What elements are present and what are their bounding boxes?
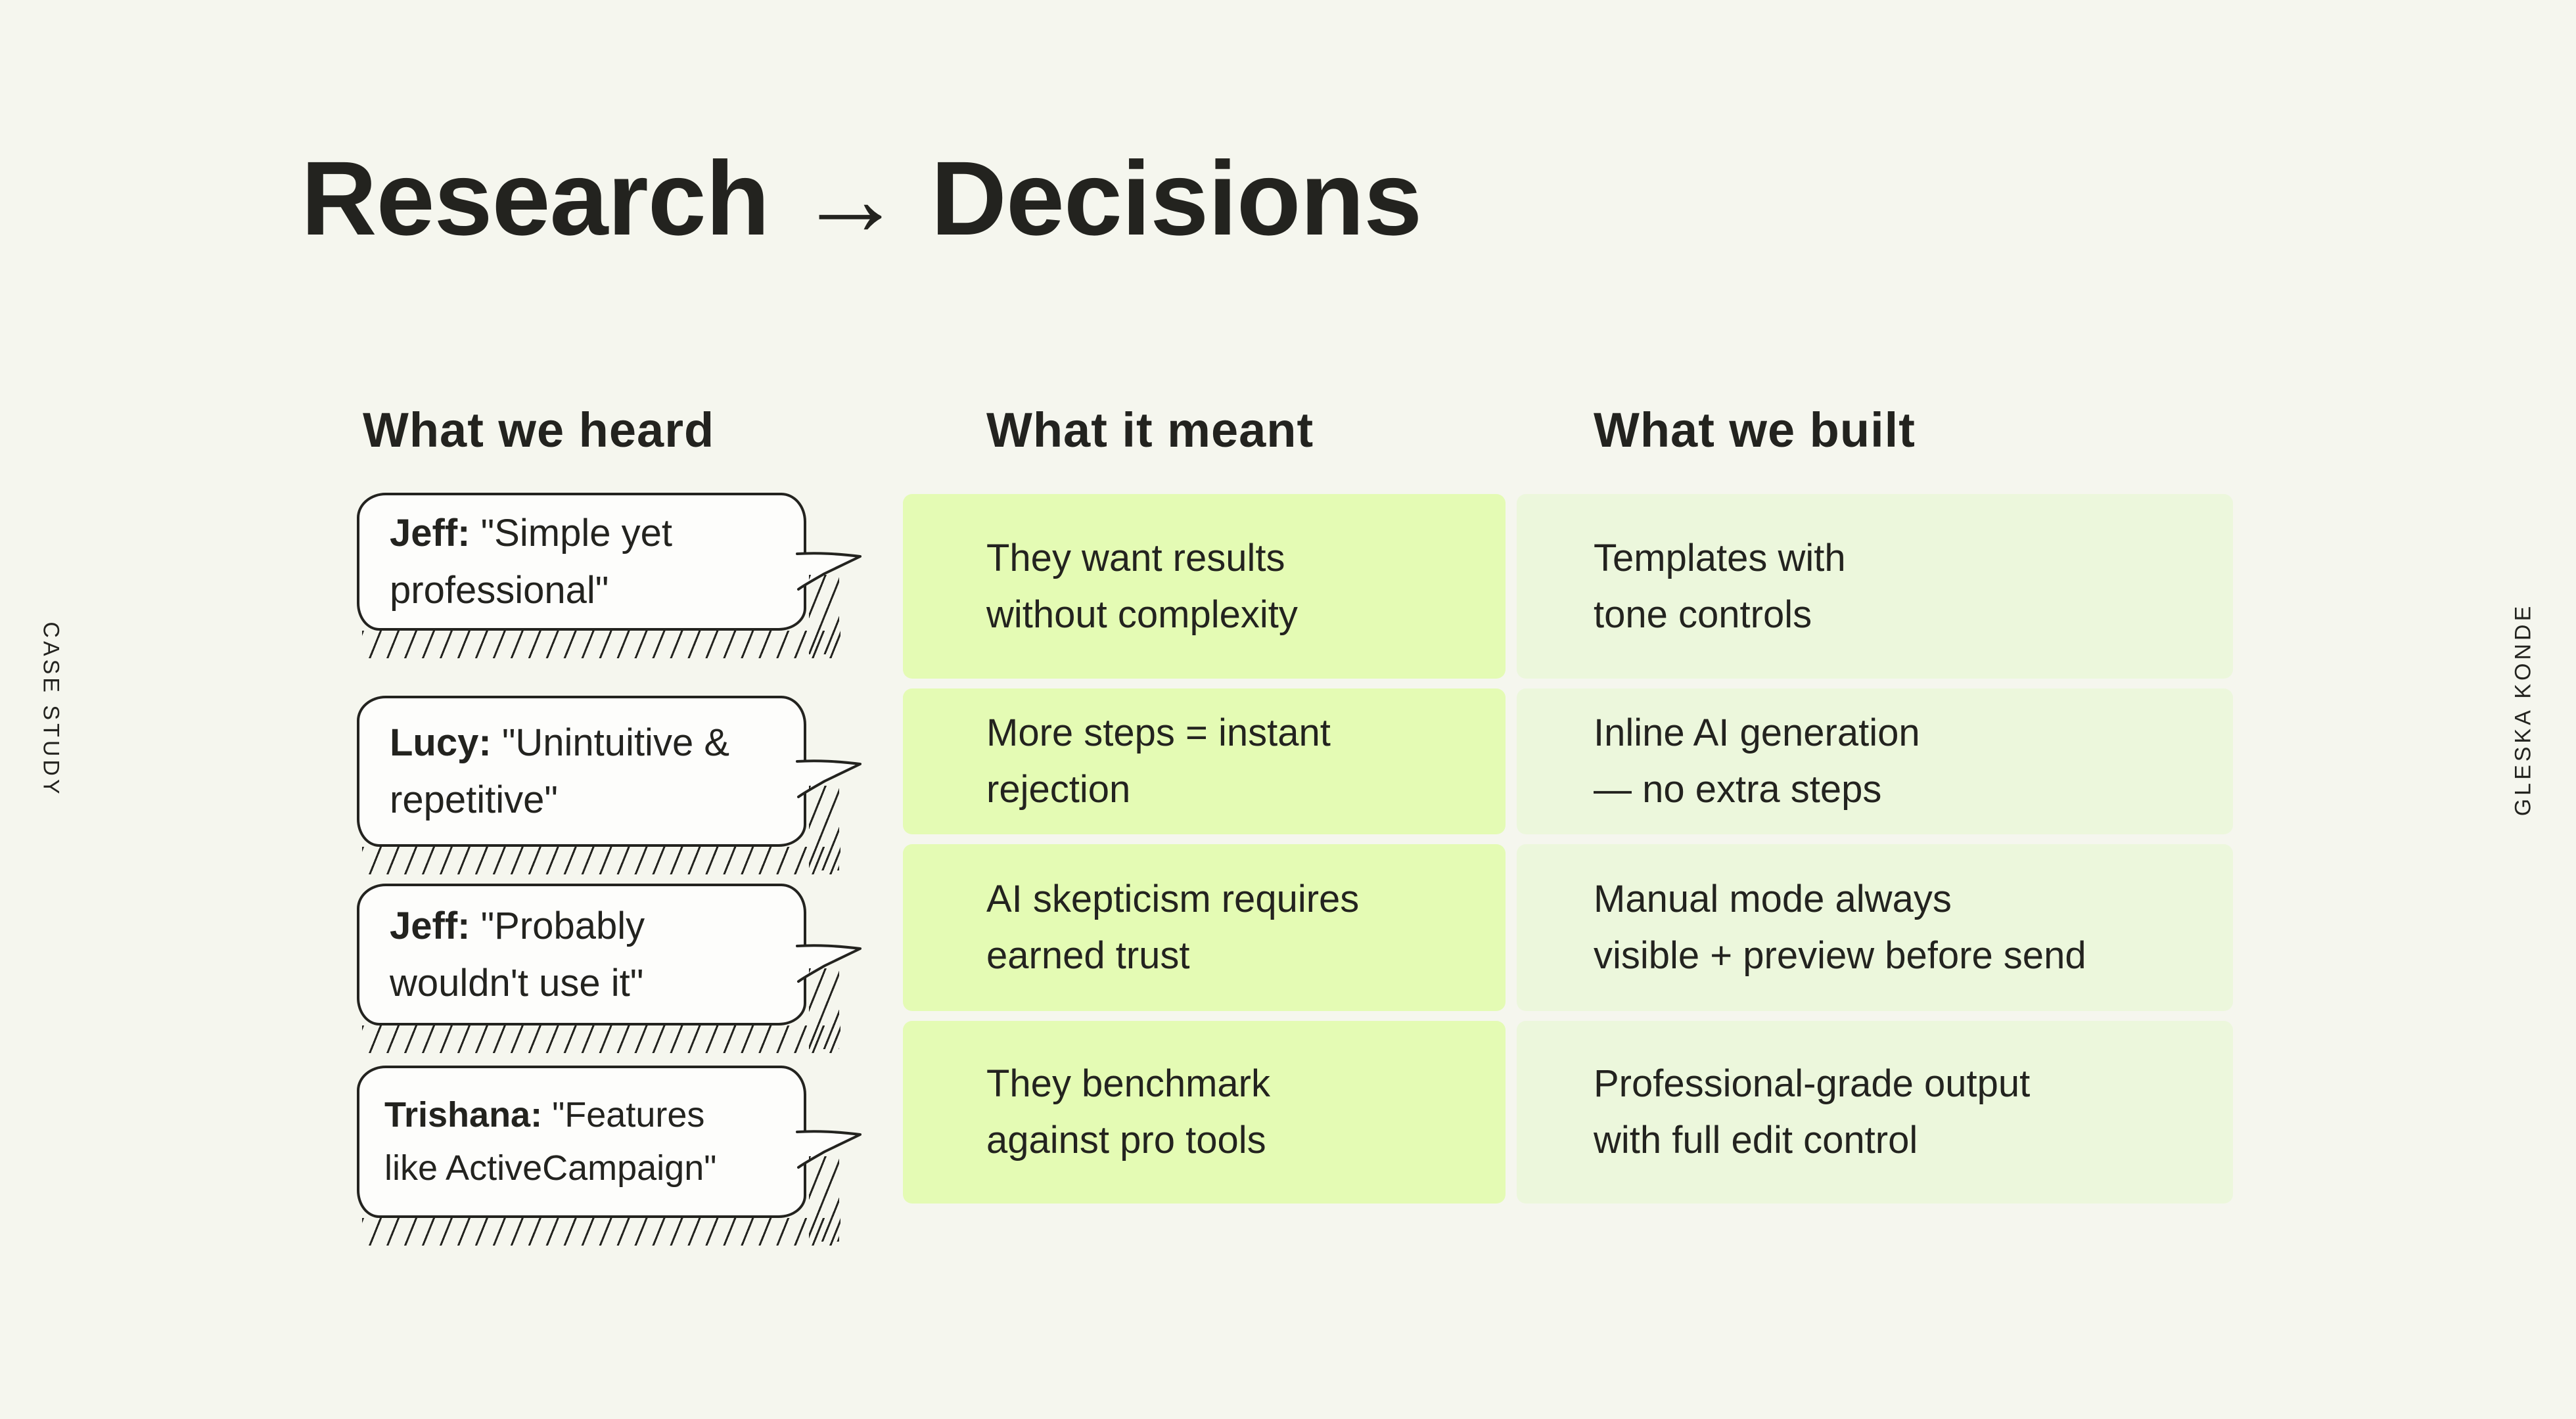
hatch-shading-bottom-icon: [362, 1218, 840, 1246]
speech-bubble-text: Jeff: "Probably wouldn't use it": [359, 892, 675, 1017]
speaker-name: Trishana:: [384, 1095, 543, 1135]
built-card-4: Professional-grade output with full edit…: [1517, 1021, 2233, 1204]
meant-card-1: They want results without complexity: [903, 494, 1506, 679]
built-card-text: Templates with tone controls: [1594, 536, 1846, 636]
meant-card-text: AI skepticism requires earned trust: [986, 878, 1360, 977]
bubble-tail-icon: [796, 1130, 862, 1169]
bubble-tail-icon: [796, 944, 862, 983]
bubble-tail-icon: [796, 759, 862, 799]
hatch-shading-bottom-icon: [362, 847, 840, 874]
column-header-heard: What we heard: [363, 403, 715, 457]
speech-bubble-text: Lucy: "Unintuitive & repetitive": [359, 709, 760, 834]
built-card-text: Professional-grade output with full edit…: [1594, 1062, 2031, 1161]
built-card-1: Templates with tone controls: [1517, 494, 2233, 679]
speaker-name: Lucy:: [390, 721, 492, 764]
speech-bubble-lucy: Lucy: "Unintuitive & repetitive": [357, 696, 862, 874]
hatch-shading-bottom-icon: [362, 631, 840, 658]
speech-bubble-text: Jeff: "Simple yet professional": [359, 499, 702, 624]
speaker-quote: "Unintuitive & repetitive": [390, 721, 729, 821]
meant-card-text: They want results without complexity: [986, 536, 1298, 636]
column-header-meant: What it meant: [986, 403, 1314, 457]
page-title: Research → Decisions: [301, 139, 1422, 257]
speech-bubble-jeff-2: Jeff: "Probably wouldn't use it": [357, 884, 862, 1053]
speech-bubble-text: Trishana: "Features like ActiveCampaign": [359, 1083, 741, 1200]
meant-card-3: AI skepticism requires earned trust: [903, 844, 1506, 1011]
hatch-shading-bottom-icon: [362, 1025, 840, 1053]
built-card-2: Inline AI generation — no extra steps: [1517, 688, 2233, 834]
built-card-text: Manual mode always visible + preview bef…: [1594, 878, 2086, 977]
speaker-quote: "Probably wouldn't use it": [390, 905, 645, 1004]
left-vertical-label: CASE STUDY: [38, 621, 64, 798]
speaker-name: Jeff:: [390, 905, 471, 947]
bubble-tail-icon: [796, 551, 862, 591]
column-header-built: What we built: [1594, 403, 1916, 457]
built-card-3: Manual mode always visible + preview bef…: [1517, 844, 2233, 1011]
meant-card-text: They benchmark against pro tools: [986, 1062, 1270, 1161]
speaker-quote: "Features like ActiveCampaign": [384, 1095, 717, 1188]
built-card-text: Inline AI generation — no extra steps: [1594, 711, 1920, 811]
speech-bubble-jeff-1: Jeff: "Simple yet professional": [357, 493, 862, 658]
speaker-quote: "Simple yet professional": [390, 512, 672, 612]
right-vertical-label: GLESKA KONDE: [2510, 602, 2536, 817]
speaker-name: Jeff:: [390, 512, 471, 554]
meant-card-2: More steps = instant rejection: [903, 688, 1506, 834]
meant-card-text: More steps = instant rejection: [986, 711, 1331, 811]
meant-card-4: They benchmark against pro tools: [903, 1021, 1506, 1204]
speech-bubble-trishana: Trishana: "Features like ActiveCampaign": [357, 1066, 862, 1246]
